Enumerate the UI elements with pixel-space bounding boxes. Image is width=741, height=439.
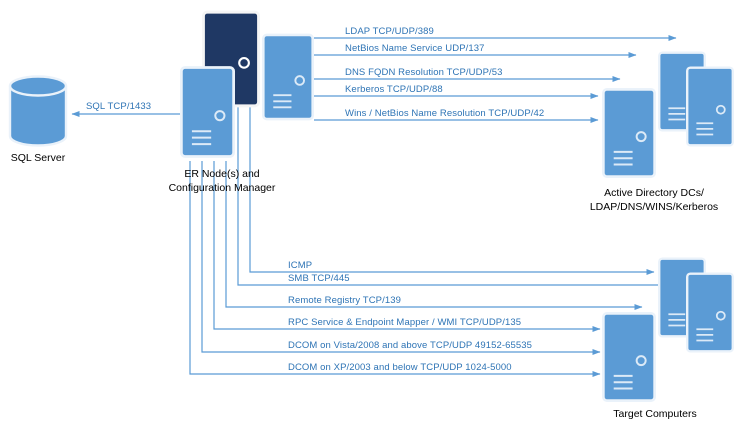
er-node-label-line1: ER Node(s) and	[184, 168, 260, 180]
sql-server-label: SQL Server	[10, 152, 66, 164]
target-computers-server-group	[603, 258, 733, 401]
target-computers-label: Target Computers	[613, 408, 697, 420]
connectors	[71, 35, 683, 377]
connection-label-rpc-wmi: RPC Service & Endpoint Mapper / WMI TCP/…	[288, 317, 522, 328]
er-node-server-group	[181, 12, 313, 157]
connector-dcom-vista	[201, 161, 601, 355]
active-directory-label-line2: LDAP/DNS/WINS/Kerberos	[589, 201, 719, 213]
server-icon	[263, 34, 313, 120]
database-cylinder-icon	[8, 75, 68, 147]
server-icon	[603, 89, 655, 177]
server-icon	[603, 313, 655, 401]
connection-label-sql: SQL TCP/1433	[86, 101, 152, 112]
connector-icmp	[249, 107, 655, 275]
connector-dcom-xp	[189, 161, 601, 377]
active-directory-server-group	[603, 52, 733, 177]
er-node-label: ER Node(s) and Configuration Manager	[142, 167, 302, 195]
connection-label-icmp: ICMP	[288, 260, 313, 271]
connection-label-dcom-xp: DCOM on XP/2003 and below TCP/UDP 1024-5…	[288, 362, 512, 373]
connection-label-remote-registry: Remote Registry TCP/139	[288, 295, 402, 306]
active-directory-label-line1: Active Directory DCs/	[604, 187, 704, 199]
connector-smb	[237, 107, 683, 288]
server-icon	[687, 273, 733, 352]
connection-label-kerberos: Kerberos TCP/UDP/88	[345, 84, 443, 95]
server-icon	[687, 67, 733, 146]
connection-label-dns: DNS FQDN Resolution TCP/UDP/53	[345, 67, 503, 78]
connection-label-netbios-service: NetBios Name Service UDP/137	[345, 43, 485, 54]
connection-label-ldap: LDAP TCP/UDP/389	[345, 26, 434, 37]
connection-label-smb: SMB TCP/445	[288, 273, 350, 284]
er-node-label-line2: Configuration Manager	[168, 182, 276, 194]
server-icon	[181, 67, 234, 157]
connection-label-wins: Wins / NetBios Name Resolution TCP/UDP/4…	[345, 108, 545, 119]
connector-remote-registry	[225, 161, 643, 310]
connector-rpc-wmi	[213, 161, 601, 332]
active-directory-label: Active Directory DCs/ LDAP/DNS/WINS/Kerb…	[562, 186, 741, 214]
connection-label-dcom-vista: DCOM on Vista/2008 and above TCP/UDP 491…	[288, 340, 533, 351]
